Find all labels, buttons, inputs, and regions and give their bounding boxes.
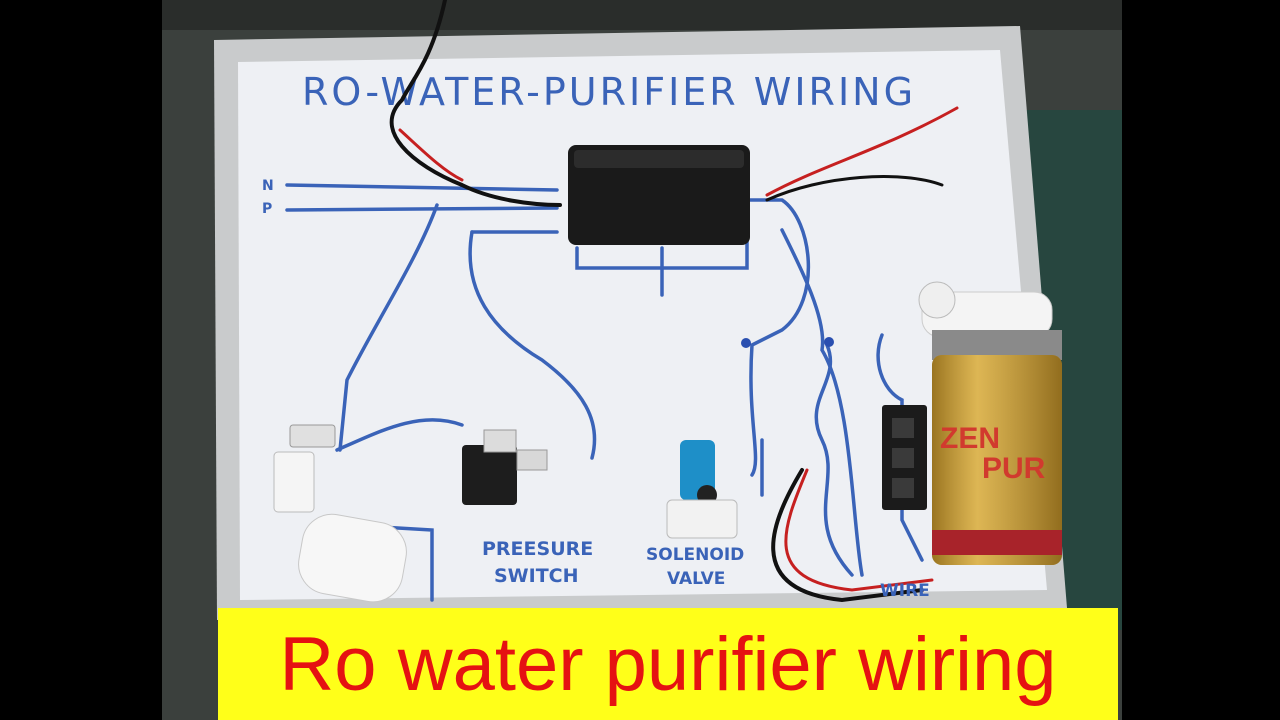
- whiteboard-scene: RO-WATER-PURIFIER WIRING N P: [162, 0, 1122, 720]
- power-adapter: [568, 145, 750, 245]
- wiring-lines: [285, 183, 924, 602]
- whiteboard: [214, 26, 1067, 620]
- pressure-switch-label-1: PREESURE: [482, 538, 593, 560]
- terminal-block: [882, 405, 927, 510]
- power-cord: [389, 0, 959, 603]
- caption-text: Ro water purifier wiring: [279, 621, 1057, 707]
- solenoid-valve: [666, 440, 738, 539]
- pressure-switch-label-2: SWITCH: [494, 565, 579, 587]
- photo: RO-WATER-PURIFIER WIRING N P: [162, 0, 1122, 720]
- pressure-switch: [462, 429, 548, 505]
- pump-brand-1: ZEN: [940, 422, 1000, 455]
- booster-pump: [918, 281, 1062, 565]
- float-switch: [273, 424, 407, 603]
- caption-banner: Ro water purifier wiring: [218, 608, 1118, 720]
- supply-label-p: P: [262, 201, 272, 217]
- solenoid-label-2: VALVE: [667, 569, 725, 589]
- board-title: RO-WATER-PURIFIER WIRING: [302, 70, 916, 114]
- pump-brand-2: PUR: [982, 452, 1046, 485]
- supply-label-n: N: [262, 178, 274, 194]
- solenoid-label-1: SOLENOID: [646, 545, 744, 565]
- wire-label: WIRE: [880, 581, 930, 601]
